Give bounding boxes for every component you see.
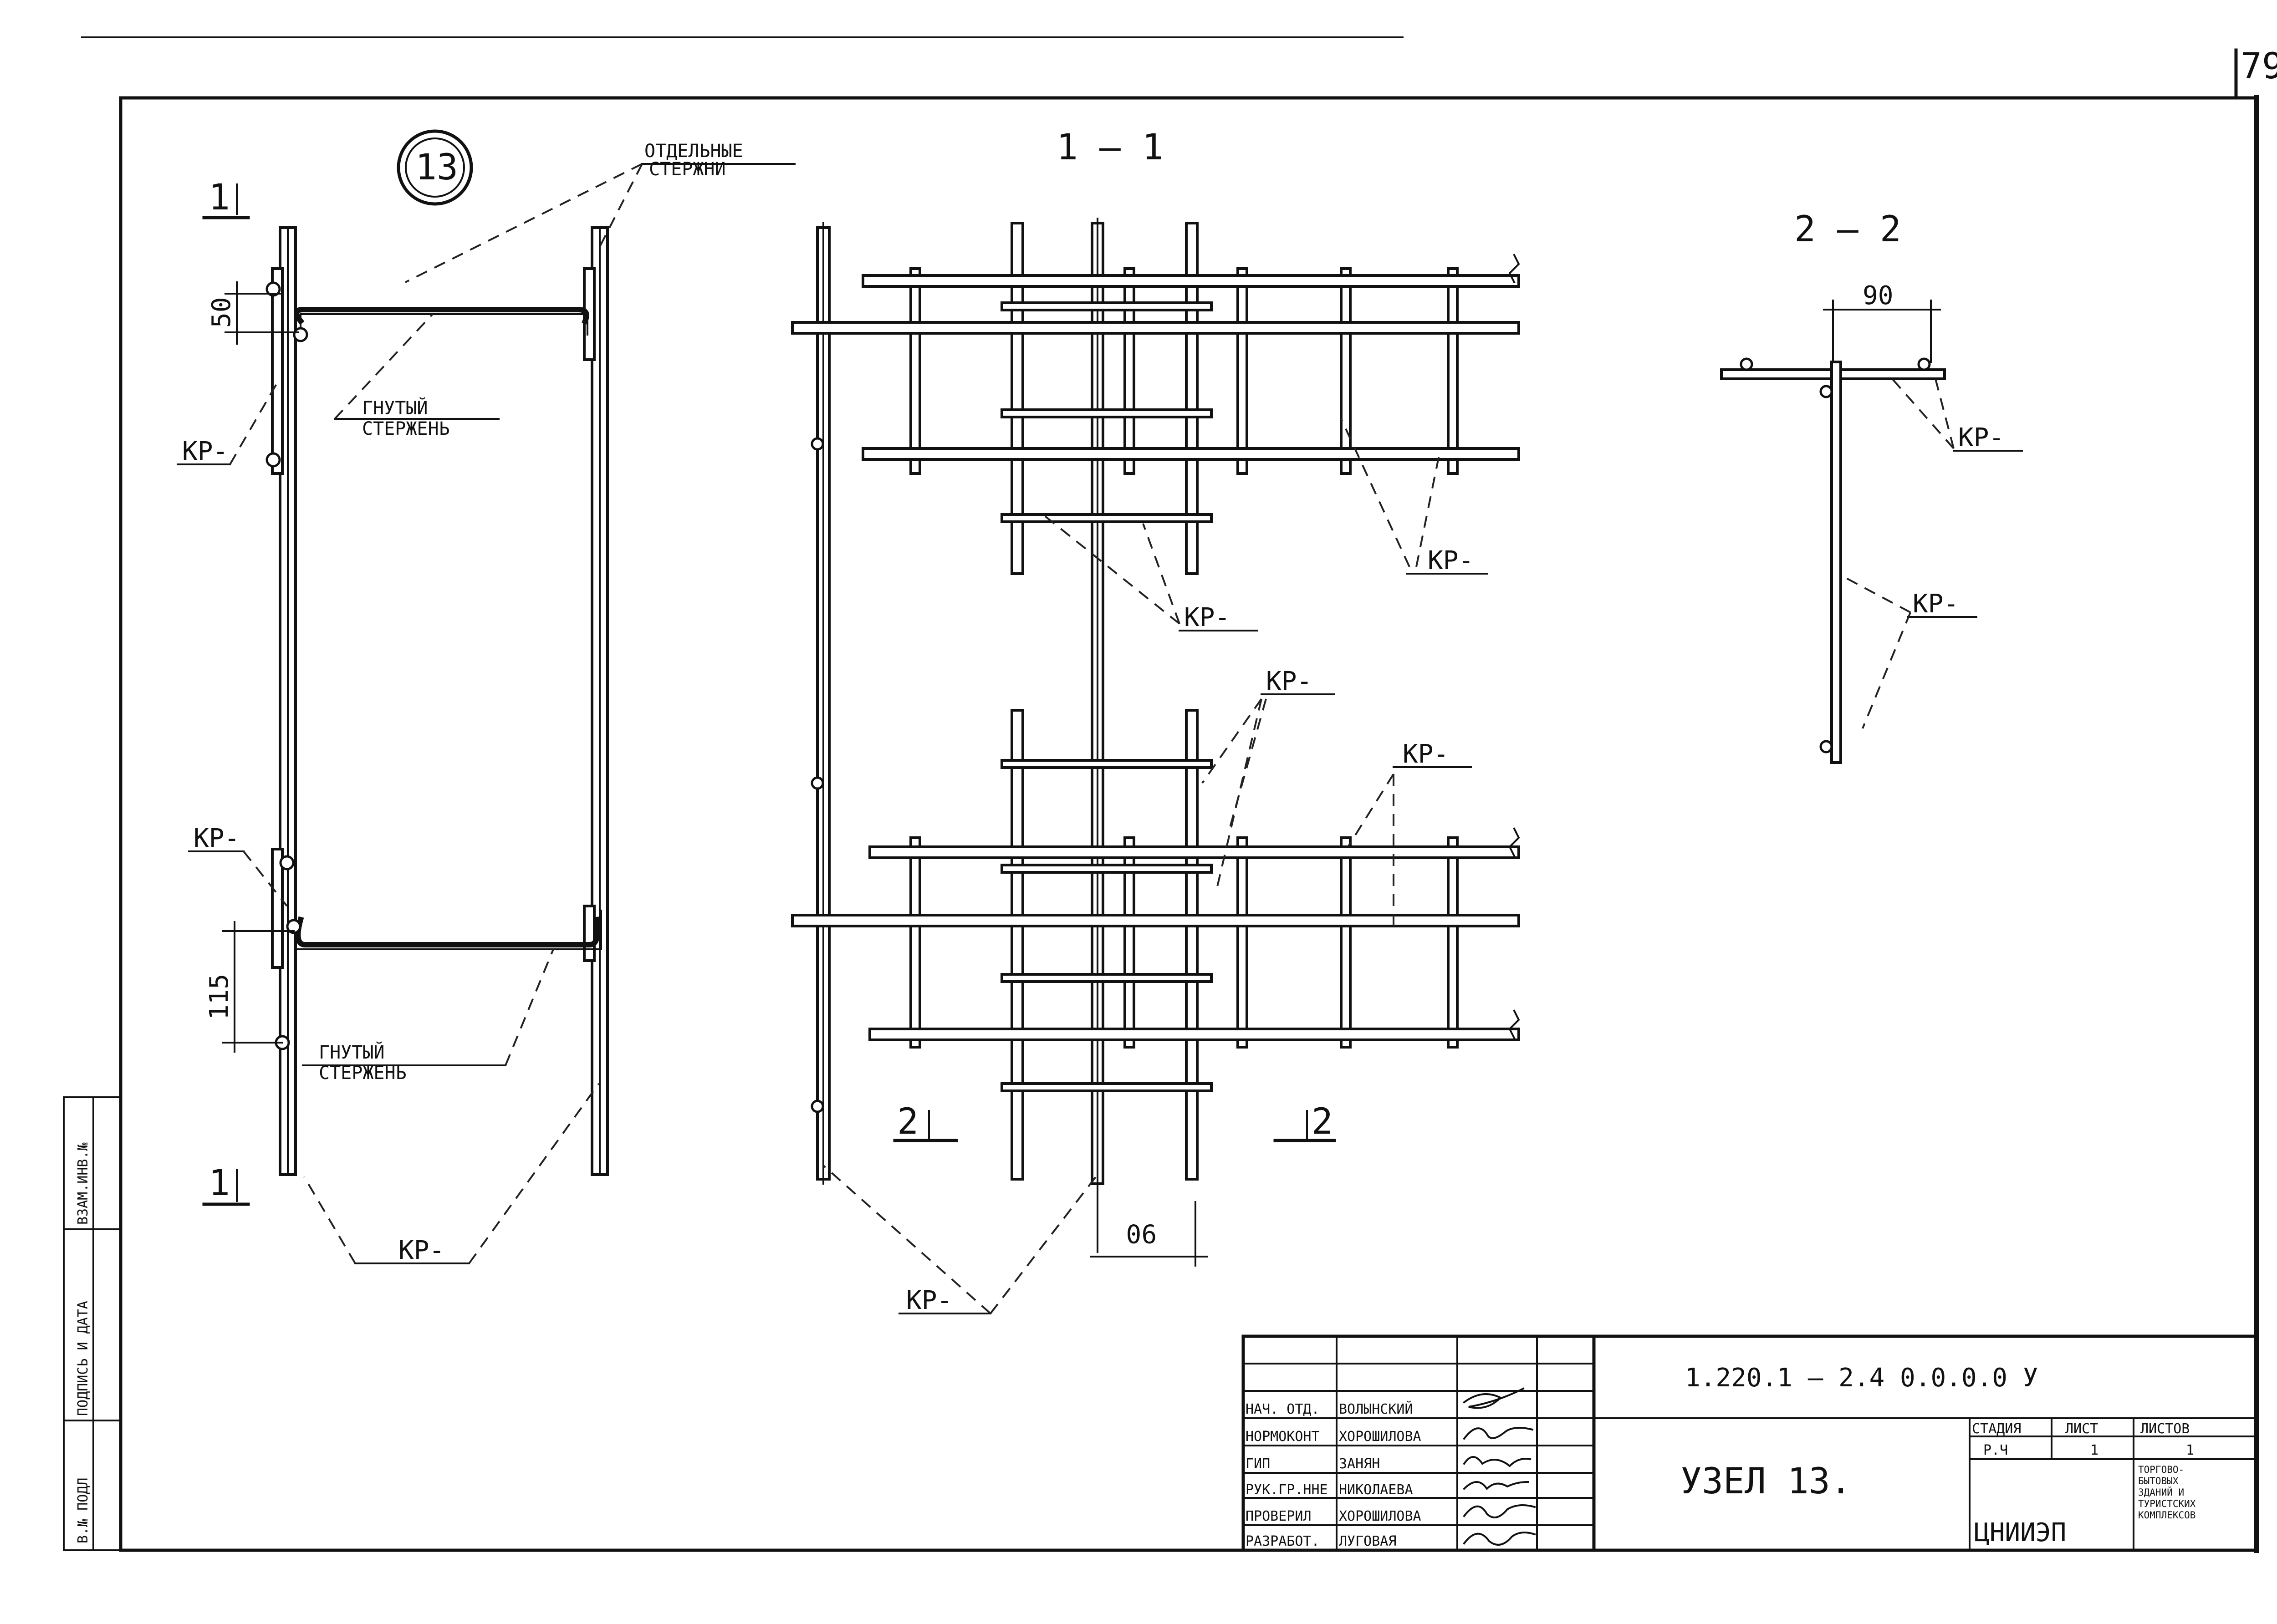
section-mark-1-bottom: 1 xyxy=(209,1163,230,1204)
name-1: ВОЛЫНСКИЙ xyxy=(1339,1401,1413,1417)
section-mark-2-right: 2 xyxy=(1312,1101,1333,1142)
elevation-view: 13 1 1 50 xyxy=(177,129,796,1265)
org-note-1: ТОРГОВО- xyxy=(2138,1464,2184,1475)
page-number: 79 xyxy=(2241,46,2277,87)
name-4: НИКОЛАЕВА xyxy=(1339,1482,1413,1498)
label-kr-5: КР- xyxy=(1184,603,1230,632)
org-note-3: ЗДАНИЙ И xyxy=(2138,1487,2184,1498)
label-kr-6: КР- xyxy=(1266,667,1312,696)
dim-50: 50 xyxy=(207,297,236,328)
org-note-2: БЫТОВЫХ xyxy=(2138,1476,2179,1487)
stage-value-2: 1 xyxy=(2090,1442,2098,1458)
side-stamp-cell-3: ВЗАМ.ИНВ.№ xyxy=(75,1142,91,1225)
role-6: РАЗРАБОТ. xyxy=(1246,1533,1320,1549)
stage-value-3: 1 xyxy=(2186,1442,2194,1458)
name-3: ЗАНЯН xyxy=(1339,1456,1380,1472)
side-stamp-cell-1: В.№ ПОДЛ xyxy=(75,1478,91,1544)
stage-value-1: Р.Ч xyxy=(1983,1442,2008,1458)
section-mark-2-left: 2 xyxy=(897,1101,919,1142)
name-2: ХОРОШИЛОВА xyxy=(1339,1429,1421,1445)
section-2-2-view: 2 — 2 90 КР- КР- xyxy=(1720,209,2023,764)
organization-name: ЦНИИЭП xyxy=(1974,1518,2066,1548)
label-kr-3: КР- xyxy=(398,1236,444,1265)
label-kr-8: КР- xyxy=(906,1286,952,1315)
label-bent-bar-top-1: ГНУТЫЙ xyxy=(362,397,428,419)
role-1: НАЧ. ОТД. xyxy=(1246,1401,1320,1417)
section-mark-1-top: 1 xyxy=(209,177,230,218)
label-kr-1: КР- xyxy=(182,437,228,466)
sheet-frame xyxy=(81,36,2259,1553)
org-note-4: ТУРИСТСКИХ xyxy=(2138,1498,2196,1509)
section-1-1-view: 1 — 1 xyxy=(791,127,1520,1315)
dim-115: 115 xyxy=(204,974,234,1020)
role-2: НОРМОКОНТ xyxy=(1246,1429,1320,1445)
label-kr-7: КР- xyxy=(1403,739,1449,769)
stage-header-1: СТАДИЯ xyxy=(1972,1421,2021,1437)
role-5: ПРОВЕРИЛ xyxy=(1246,1508,1312,1524)
drawing-code: 1.220.1 — 2.4 0.0.0.0 У xyxy=(1685,1363,2038,1393)
label-bent-bar-bottom-1: ГНУТЫЙ xyxy=(319,1041,385,1063)
section-2-2-title: 2 — 2 xyxy=(1794,209,1901,250)
label-kr-2: КР- xyxy=(194,824,240,853)
stage-header-2: ЛИСТ xyxy=(2065,1421,2098,1437)
stage-header-3: ЛИСТОВ xyxy=(2140,1421,2190,1437)
org-note-5: КОМПЛЕКСОВ xyxy=(2138,1510,2195,1521)
label-bent-bar-top-2: СТЕРЖЕНЬ xyxy=(362,418,450,439)
node-badge-number: 13 xyxy=(415,147,458,188)
role-3: ГИП xyxy=(1246,1456,1270,1472)
section-1-1-title: 1 — 1 xyxy=(1057,127,1164,168)
dim-90-section-1-1: 90 xyxy=(1126,1218,1157,1248)
side-stamp-cell-2: ПОДПИСЬ И ДАТА xyxy=(75,1301,91,1416)
label-kr-10: КР- xyxy=(1913,589,1959,619)
role-4: РУК.ГР.ННЕ xyxy=(1246,1482,1328,1498)
signatures xyxy=(1463,1387,1536,1546)
label-separate-bars-2: СТЕРЖНИ xyxy=(649,159,726,180)
drawing-title: УЗЕЛ 13. xyxy=(1680,1461,1852,1502)
side-stamp: В.№ ПОДЛ ПОДПИСЬ И ДАТА ВЗАМ.ИНВ.№ xyxy=(63,1096,122,1551)
dim-90-section-2-2: 90 xyxy=(1863,281,1893,311)
label-kr-9: КР- xyxy=(1958,423,2004,453)
node-badge-circle xyxy=(397,129,473,206)
label-separate-bars-1: ОТДЕЛЬНЫЕ xyxy=(644,141,743,162)
label-kr-4: КР- xyxy=(1428,546,1474,575)
title-block: НАЧ. ОТД. ВОЛЫНСКИЙ НОРМОКОНТ ХОРОШИЛОВА… xyxy=(1241,1334,2258,1552)
name-5: ХОРОШИЛОВА xyxy=(1339,1508,1421,1524)
name-6: ЛУГОВАЯ xyxy=(1339,1533,1396,1549)
